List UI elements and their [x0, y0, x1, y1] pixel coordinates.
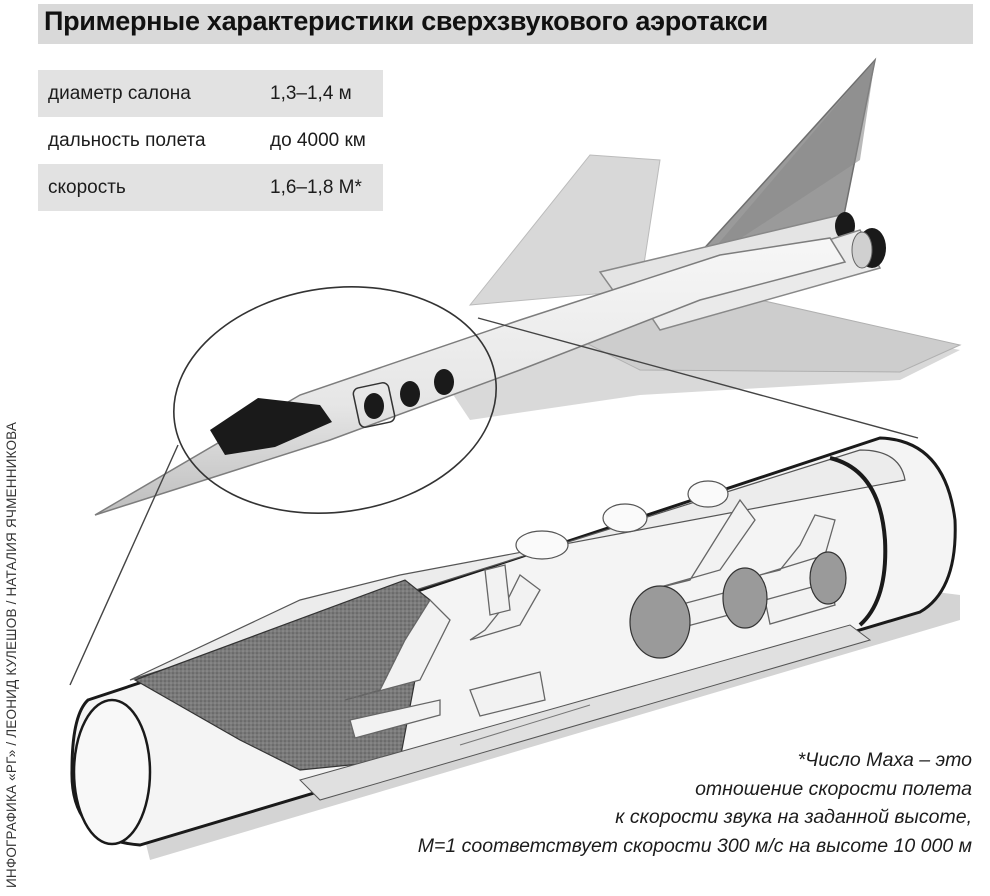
spec-label: скорость — [48, 176, 126, 198]
spec-row: диаметр салона 1,3–1,4 м — [38, 70, 383, 117]
magnifier-circle — [173, 286, 497, 514]
jet-fuselage — [94, 237, 847, 516]
jet-porthole — [434, 369, 454, 395]
page-title: Примерные характеристики сверхзвукового … — [44, 6, 768, 36]
spec-value: 1,6–1,8 М* — [270, 176, 362, 198]
jet-porthole — [400, 381, 420, 407]
spec-label: диаметр салона — [48, 82, 191, 104]
spec-value: до 4000 км — [270, 129, 366, 151]
seat — [344, 498, 836, 739]
cabin-ceiling — [129, 449, 906, 681]
spec-row: дальность полета до 4000 км — [38, 117, 383, 164]
footnote-line: отношение скорости полета — [695, 777, 972, 800]
jet-cockpit-window — [210, 398, 332, 455]
cabin-floor — [299, 624, 872, 801]
rear-bulkhead — [829, 456, 888, 627]
specs-table: диаметр салона 1,3–1,4 м дальность полет… — [38, 70, 383, 211]
footnote: *Число Маха – это отношение скорости пол… — [412, 746, 972, 860]
spec-row: скорость 1,6–1,8 М* — [38, 164, 383, 211]
cabin-front-opening — [72, 698, 152, 846]
jet-wing-far — [468, 154, 661, 306]
footnote-line: *Число Маха – это — [797, 749, 972, 771]
jet-porthole — [364, 393, 384, 419]
footnote-line: М=1 соответствует скорости 300 м/с на вы… — [417, 834, 972, 857]
spec-value: 1,3–1,4 м — [270, 82, 352, 104]
credit-line: ИНФОГРАФИКА «РГ» / ЛЕОНИД КУЛЕШОВ / НАТА… — [4, 421, 19, 888]
title-bar — [38, 4, 973, 44]
spec-label: дальность полета — [48, 129, 206, 151]
footnote-line: к скорости звука на заданной высоте, — [615, 806, 972, 828]
